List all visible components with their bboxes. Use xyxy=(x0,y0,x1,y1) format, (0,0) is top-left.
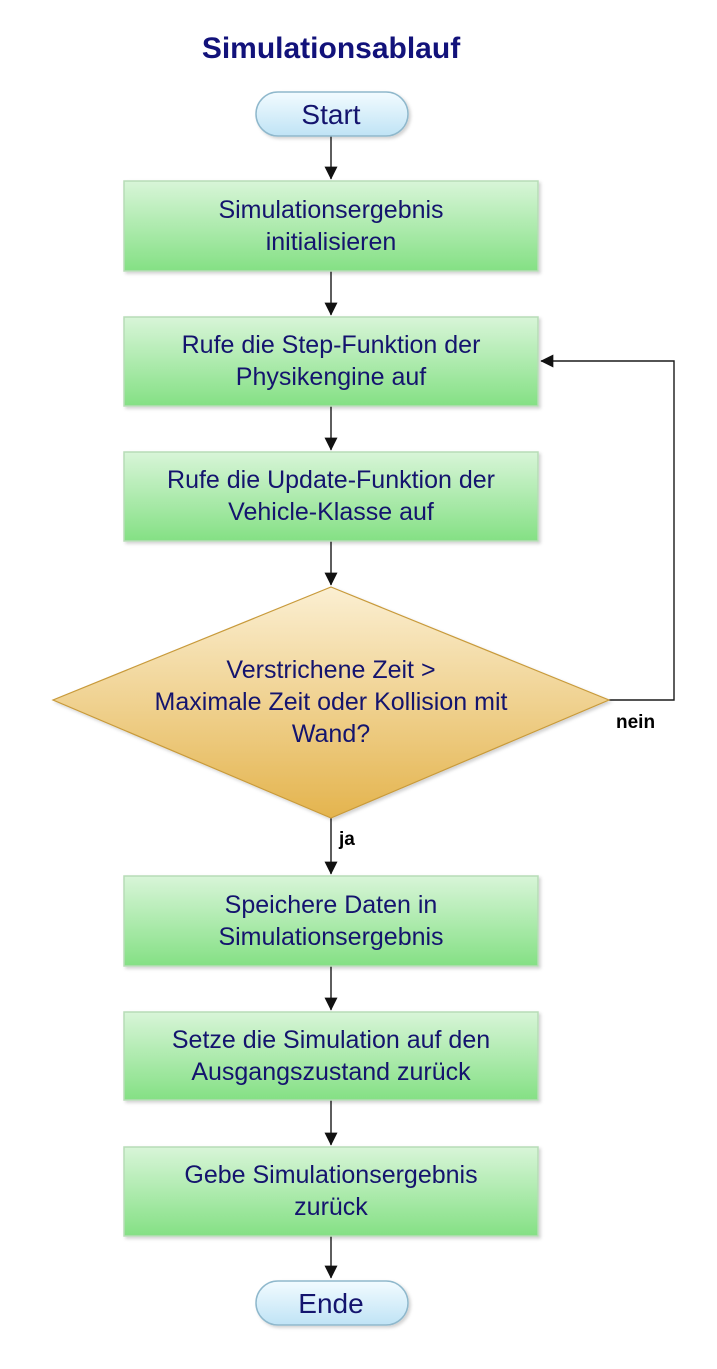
process-save-data: Speichere Daten in Simulationsergebnis xyxy=(123,875,539,967)
edge-decision-loop-back xyxy=(540,354,675,701)
init-label-line: Simulationsergebnis xyxy=(218,196,443,224)
decision-label-line: Wand? xyxy=(292,720,370,748)
update-label-line: Vehicle-Klasse auf xyxy=(228,498,434,526)
start-terminal: Start xyxy=(255,91,409,137)
end-terminal: Ende xyxy=(255,1280,409,1326)
decision-label-line: Maximale Zeit oder Kollision mit xyxy=(155,688,508,716)
end-label: Ende xyxy=(298,1288,363,1319)
save-label-line: Simulationsergebnis xyxy=(218,923,443,951)
step-label-line: Physikengine auf xyxy=(236,363,426,391)
process-save-label: Speichere Daten in Simulationsergebnis xyxy=(218,891,443,951)
end-label-line: Ende xyxy=(298,1288,363,1319)
edge-label-no: nein xyxy=(616,712,655,733)
start-label-line: Start xyxy=(301,99,360,130)
reset-label-line: Setze die Simulation auf den xyxy=(172,1026,490,1054)
start-label: Start xyxy=(301,99,360,130)
process-return-result: Gebe Simulationsergebnis zurück xyxy=(123,1146,539,1237)
init-label-line: initialisieren xyxy=(266,228,397,256)
edges xyxy=(324,136,675,1279)
edge-label-yes: ja xyxy=(338,829,355,850)
decision-label-line: Verstrichene Zeit > xyxy=(226,656,435,684)
process-init-label: Simulationsergebnis initialisieren xyxy=(218,196,443,256)
page-title: Simulationsablauf xyxy=(202,32,461,65)
save-label-line: Speichere Daten in xyxy=(225,891,438,919)
step-label-line: Rufe die Step-Funktion der xyxy=(182,331,481,359)
update-label-line: Rufe die Update-Funktion der xyxy=(167,466,495,494)
decision-time-or-collision: Verstrichene Zeit > Maximale Zeit oder Ko… xyxy=(51,586,611,819)
reset-label-line: Ausgangszustand zurück xyxy=(191,1058,471,1086)
decision-label: Verstrichene Zeit > Maximale Zeit oder Ko… xyxy=(155,656,508,748)
process-init-result: Simulationsergebnis initialisieren xyxy=(123,180,539,272)
return-label-line: Gebe Simulationsergebnis xyxy=(184,1161,477,1189)
return-label-line: zurück xyxy=(294,1193,368,1221)
process-return-label: Gebe Simulationsergebnis zurück xyxy=(184,1161,477,1221)
